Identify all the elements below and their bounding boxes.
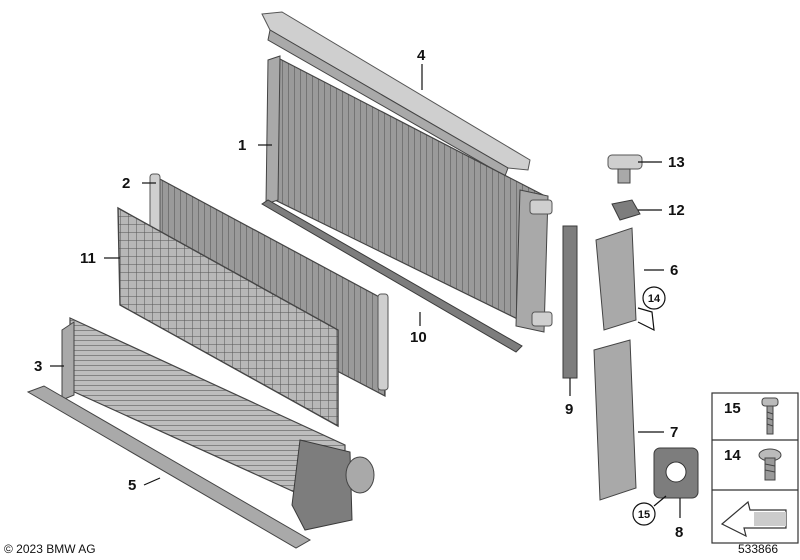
diagram-reference-number: 533866 (738, 542, 779, 556)
lower-air-guide (26, 385, 312, 549)
callout-7: 7 (670, 424, 678, 441)
direction-arrow-icon (720, 500, 787, 538)
callout-1: 1 (238, 137, 246, 154)
copyright-text: © 2023 BMW AG (4, 542, 96, 556)
callout-2: 2 (122, 175, 130, 192)
callout-15-circled: 15 (632, 502, 656, 526)
callout-12: 12 (668, 202, 685, 219)
seal-strip (261, 199, 523, 353)
legend-label-14: 14 (724, 447, 741, 464)
clip-cap (607, 154, 643, 184)
callout-14-circled-text: 14 (648, 293, 661, 305)
upper-carrier-beam (261, 11, 531, 177)
callout-13: 13 (668, 154, 685, 171)
bolt-icon (758, 448, 782, 481)
callout-11: 11 (80, 250, 96, 267)
callout-6: 6 (670, 262, 678, 279)
callout-3: 3 (34, 358, 42, 375)
protective-grille (117, 206, 339, 428)
legend-label-15: 15 (724, 400, 741, 417)
lower-air-duct (593, 339, 637, 501)
upper-air-duct (595, 227, 637, 331)
callout-5: 5 (128, 477, 136, 494)
callout-4: 4 (417, 47, 426, 64)
callout-9: 9 (565, 401, 573, 418)
callout-8: 8 (675, 524, 683, 541)
bracket (653, 447, 699, 499)
radiator (265, 55, 553, 333)
clip (611, 199, 641, 221)
screw-icon (761, 397, 779, 435)
leader-lines (50, 64, 681, 518)
side-seal (562, 225, 578, 379)
callout-10: 10 (410, 329, 427, 346)
callout-14-circled: 14 (642, 286, 666, 310)
charge-air-cooler (61, 317, 375, 531)
callout-15-circled-text: 15 (638, 509, 650, 521)
